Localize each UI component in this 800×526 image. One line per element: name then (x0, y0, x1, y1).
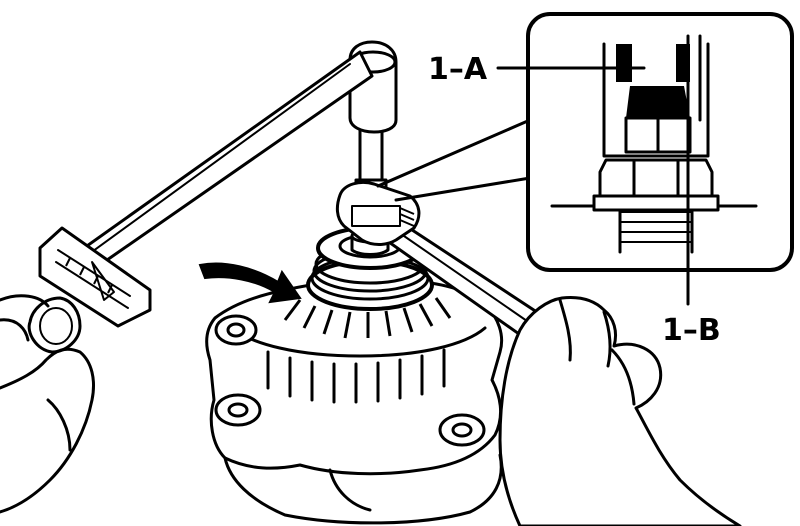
rotation-arrow-icon (198, 262, 302, 304)
callout-label-1b: 1–B (662, 313, 721, 348)
right-hand (498, 296, 742, 526)
inset-leader-lines (376, 118, 532, 202)
pulley (306, 226, 434, 311)
alternator-body (205, 277, 504, 525)
left-hand (0, 294, 95, 514)
callout-label-1a: 1–A (428, 52, 488, 87)
detail-inset (526, 12, 794, 272)
